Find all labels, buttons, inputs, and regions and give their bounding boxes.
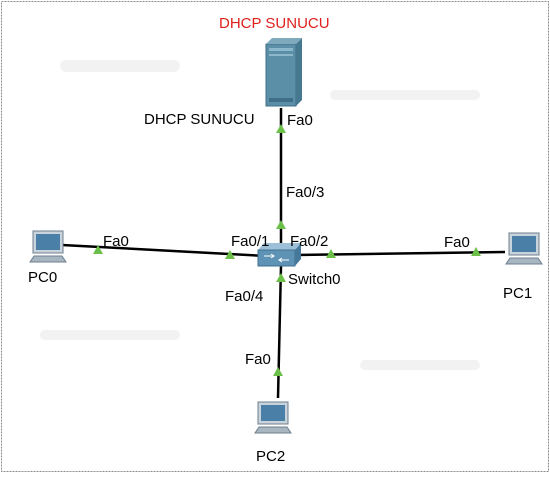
pc0-icon[interactable] xyxy=(29,230,67,263)
pc2-port-label: Fa0 xyxy=(245,351,271,368)
pc0-port-label: Fa0 xyxy=(103,233,129,250)
port-indicators xyxy=(93,124,481,376)
switch-port-to-pc0-label: Fa0/1 xyxy=(231,233,269,250)
pc2-name-label: PC2 xyxy=(256,448,285,465)
link-switch-pc2[interactable] xyxy=(276,265,283,399)
port-indicator-pc2-fa0 xyxy=(273,367,283,376)
background-texture xyxy=(40,60,480,370)
pc1-icon[interactable] xyxy=(505,232,543,265)
port-indicator-switch-fa0-4 xyxy=(276,273,286,282)
pc0-name-label: PC0 xyxy=(28,269,57,286)
pc1-name-label: PC1 xyxy=(503,285,532,302)
switch-port-to-pc2-label: Fa0/4 xyxy=(225,288,263,305)
port-indicator-switch-fa0-3 xyxy=(276,220,286,229)
server-port-label: Fa0 xyxy=(287,112,313,129)
server-name-label: DHCP SUNUCU xyxy=(144,111,255,128)
port-indicator-switch-fa0-1 xyxy=(225,250,235,259)
switch-port-to-pc1-label: Fa0/2 xyxy=(290,233,328,250)
port-indicator-switch-fa0-2 xyxy=(326,249,336,258)
switch-name-label: Switch0 xyxy=(288,271,341,288)
switch-icon[interactable] xyxy=(257,243,301,267)
server-title-label: DHCP SUNUCU xyxy=(219,15,330,32)
port-indicator-server-fa0 xyxy=(276,124,286,133)
port-indicator-pc1-fa0 xyxy=(471,247,481,256)
switch-port-to-server-label: Fa0/3 xyxy=(286,184,324,201)
server-icon[interactable] xyxy=(265,38,302,107)
pc1-port-label: Fa0 xyxy=(444,234,470,251)
port-indicator-pc0-fa0 xyxy=(93,245,103,254)
pc2-icon[interactable] xyxy=(254,401,292,434)
